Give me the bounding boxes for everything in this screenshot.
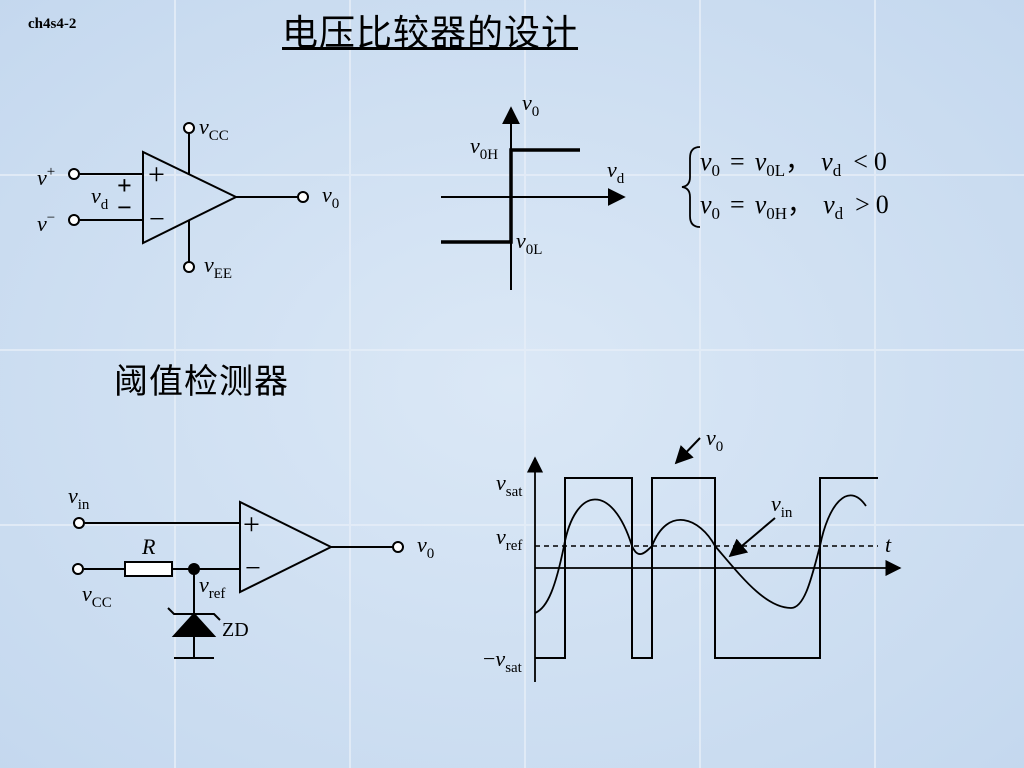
label-vcc: vCC xyxy=(199,114,229,144)
vcc-terminal xyxy=(72,563,84,575)
label-vd-axis: vd xyxy=(607,157,625,187)
threshold-output-terminal xyxy=(392,541,404,553)
resistor-r xyxy=(124,561,173,577)
label-vd: vd xyxy=(91,183,109,213)
equation-row-2: v0=v0H，vd>0 xyxy=(700,190,889,223)
label-vin-wave: vin xyxy=(771,491,793,521)
label-v-plus: v+ xyxy=(37,164,55,190)
label-neg-vsat: −vsat xyxy=(483,646,523,676)
equation-row-1: v0=v0L，vd<0 xyxy=(700,147,887,180)
label-v-minus: v− xyxy=(37,210,55,236)
diff-minus-sign: − xyxy=(117,193,132,222)
label-r: R xyxy=(141,534,156,559)
label-v0l: v0L xyxy=(516,228,542,258)
label-vee: vEE xyxy=(204,252,232,282)
label-t-axis: t xyxy=(885,532,892,557)
label-v0-axis: v0 xyxy=(522,90,539,120)
label-vref-circuit: vref xyxy=(199,572,225,602)
label-vcc-circuit: vCC xyxy=(82,581,112,611)
supply-pos-terminal xyxy=(183,122,195,134)
slide-code: ch4s4-2 xyxy=(28,16,77,32)
label-v0-threshold: v0 xyxy=(417,532,434,562)
input-pos-terminal xyxy=(68,168,80,180)
label-vsat: vsat xyxy=(496,470,523,500)
waveform-plot xyxy=(526,437,902,682)
diff-plus-sign: + xyxy=(117,171,132,200)
transfer-graph xyxy=(441,106,626,290)
section-subtitle: 阈值检测器 xyxy=(114,362,289,402)
supply-neg-terminal xyxy=(183,261,195,273)
label-vref-plot: vref xyxy=(496,524,522,554)
threshold-plus-sign: + xyxy=(243,508,260,541)
svg-text:v0=v0H，vd>0: v0=v0H，vd>0 xyxy=(700,190,889,223)
label-v0h: v0H xyxy=(470,133,498,163)
input-sine-wave xyxy=(534,494,867,614)
input-neg-terminal xyxy=(68,214,80,226)
zener-diode xyxy=(171,612,217,637)
transfer-curve xyxy=(441,148,580,244)
output-square-wave xyxy=(535,477,878,659)
threshold-opamp-triangle xyxy=(239,500,334,594)
output-terminal xyxy=(297,191,309,203)
label-v0-wave: v0 xyxy=(706,425,723,455)
opamp-minus-sign: − xyxy=(149,204,165,235)
opamp-plus-sign: + xyxy=(148,158,165,191)
comparator-circuit xyxy=(68,122,309,273)
slide-title: 电压比较器的设计 xyxy=(282,13,579,54)
label-zd: ZD xyxy=(222,619,249,641)
svg-text:v0=v0L，vd<0: v0=v0L，vd<0 xyxy=(700,147,887,180)
threshold-circuit xyxy=(72,500,404,659)
label-v0-out: v0 xyxy=(322,182,339,212)
equation-brace xyxy=(681,146,701,228)
label-vin-circuit: vin xyxy=(68,483,90,513)
threshold-minus-sign: − xyxy=(245,553,261,584)
vin-terminal xyxy=(73,517,85,529)
